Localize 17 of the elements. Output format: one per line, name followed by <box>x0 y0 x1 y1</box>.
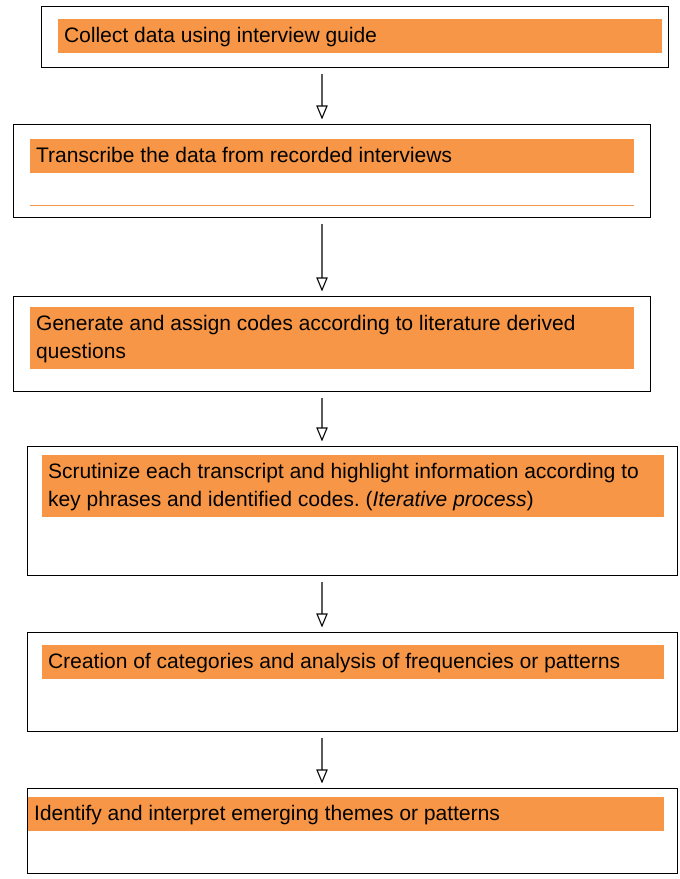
process-box <box>27 632 678 732</box>
arrow <box>316 738 328 783</box>
step-text: Identify and interpret emerging themes or patterns <box>28 797 664 831</box>
process-box <box>13 296 651 392</box>
step-text: Collect data using interview guide <box>58 19 662 53</box>
step-text: Creation of categories and analysis of frequencies or patterns <box>42 645 664 679</box>
arrow <box>316 74 328 119</box>
process-box <box>27 446 678 576</box>
arrow <box>316 582 328 627</box>
process-box <box>27 788 678 874</box>
step-text: Scrutinize each transcript and highlight information according to key phrases and identified codes. (Iterative process) <box>42 455 664 517</box>
process-box <box>13 124 651 218</box>
arrow <box>316 224 328 291</box>
step-text: Generate and assign codes according to literature derived questions <box>30 307 634 369</box>
arrow <box>316 398 328 441</box>
process-box <box>41 6 669 68</box>
step-text: Transcribe the data from recorded interviews <box>30 139 634 173</box>
